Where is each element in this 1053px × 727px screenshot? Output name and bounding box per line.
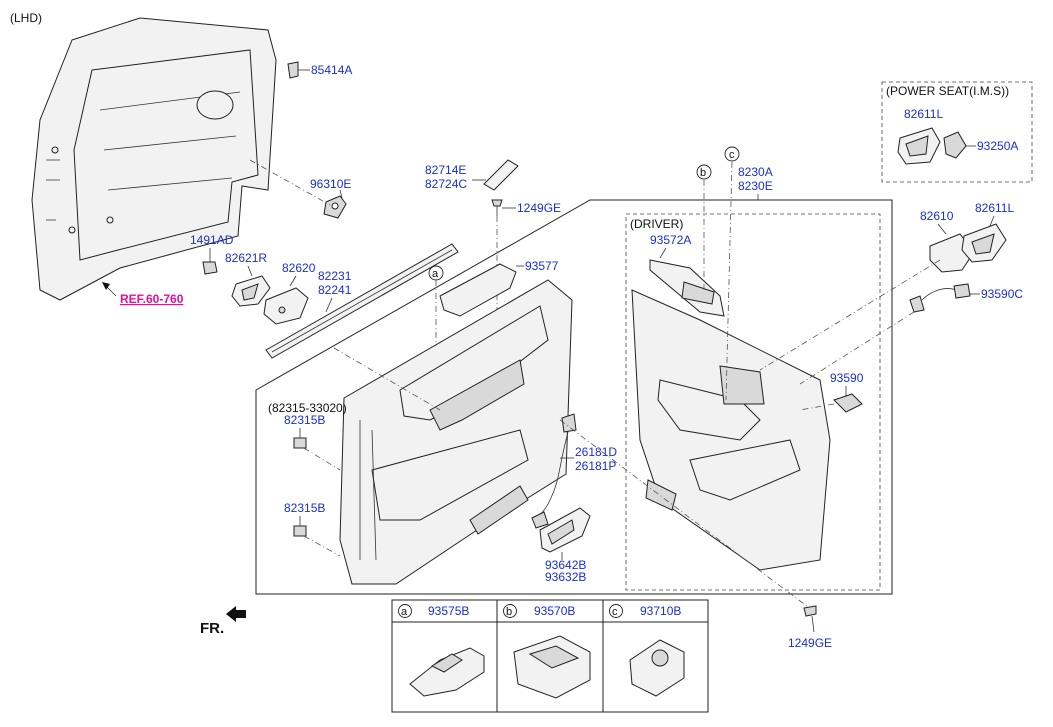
part-82315B-top[interactable]: 82315B bbox=[284, 413, 325, 449]
part-82315B-bottom[interactable]: 82315B bbox=[284, 501, 325, 537]
part-93577[interactable]: 93577 bbox=[439, 259, 559, 317]
part-93590C[interactable]: 93590C bbox=[909, 283, 1023, 313]
part-number-label: 93590 bbox=[830, 371, 864, 385]
part-number-label: 96310E bbox=[310, 177, 351, 191]
part-number-label: 82724C bbox=[425, 177, 467, 191]
part-number-label: 82611L bbox=[975, 201, 1014, 215]
part-number-label: 82610 bbox=[920, 209, 954, 223]
part-85414A[interactable]: 85414A bbox=[287, 61, 352, 79]
part-93572A[interactable]: 93572A bbox=[649, 233, 725, 317]
legend-cell-c[interactable]: c 93710B bbox=[609, 604, 685, 697]
part-8230A-8230E[interactable]: 8230A 8230E bbox=[738, 165, 773, 200]
part-number-label: c bbox=[729, 149, 735, 161]
part-82621R[interactable]: 82621R bbox=[225, 251, 271, 307]
part-number-label: 93642B bbox=[545, 558, 586, 572]
part-number-label: 93632B bbox=[545, 570, 586, 584]
part-number-label: FR. bbox=[200, 620, 224, 637]
assembly-frame bbox=[255, 199, 893, 595]
part-number-label: 82611L bbox=[904, 107, 943, 121]
power-seat-frame bbox=[881, 81, 1033, 183]
part-number-label: 1491AD bbox=[190, 233, 234, 247]
callout-a: a bbox=[428, 265, 444, 281]
part-number-label: 26181P bbox=[575, 459, 616, 473]
part-82611L-ims[interactable]: 82611L bbox=[897, 107, 943, 165]
part-number-label: 82315B bbox=[284, 501, 325, 515]
callout-b: b bbox=[696, 164, 712, 180]
part-number-label: b bbox=[506, 606, 512, 618]
part-93590[interactable]: 93590 bbox=[830, 371, 864, 413]
part-number-label: 1249GE bbox=[788, 636, 832, 650]
part-93250A[interactable]: 93250A bbox=[943, 131, 1018, 159]
door-trim-panel[interactable] bbox=[339, 279, 573, 585]
part-number-label: 93710B bbox=[640, 604, 681, 618]
part-number-label: 93570B bbox=[534, 604, 575, 618]
ref-link[interactable]: REF.60-760 bbox=[102, 282, 184, 306]
driver-title: (DRIVER) bbox=[630, 217, 683, 231]
variant-label: (LHD) bbox=[10, 11, 42, 25]
part-number-label: 93250A bbox=[977, 139, 1018, 153]
driver-frame bbox=[625, 213, 881, 591]
part-number-label: 93577 bbox=[525, 259, 559, 273]
part-93642B-93632B[interactable]: 93642B 93632B bbox=[539, 507, 591, 584]
legend-cell-a[interactable]: a 93575B bbox=[398, 604, 485, 697]
part-1249GE-bottom[interactable]: 1249GE bbox=[788, 605, 832, 650]
part-number-label: 1249GE bbox=[517, 201, 561, 215]
driver-door-panel[interactable] bbox=[631, 289, 831, 571]
part-26181D-26181P[interactable]: 26181D 26181P bbox=[531, 413, 617, 529]
part-number-label: 82241 bbox=[318, 283, 352, 297]
legend-table bbox=[391, 599, 709, 713]
part-82714E-82724C[interactable]: 82714E 82724C bbox=[425, 159, 519, 191]
part-96310E[interactable]: 96310E bbox=[310, 177, 351, 219]
part-number-label: a bbox=[401, 606, 408, 618]
part-number-label: 82621R bbox=[225, 251, 267, 265]
part-82611L[interactable]: 82611L bbox=[961, 201, 1014, 263]
part-number-label: 82231 bbox=[318, 269, 352, 283]
part-number-label: 26181D bbox=[575, 445, 617, 459]
part-number-label: b bbox=[700, 167, 706, 179]
part-number-label: 82714E bbox=[425, 163, 466, 177]
part-number-label: 93575B bbox=[428, 604, 469, 618]
clip-note: (82315-33020) bbox=[268, 401, 347, 415]
part-number-label: REF.60-760 bbox=[120, 292, 184, 306]
part-number-label: 82315B bbox=[284, 413, 325, 427]
part-number-label: 82620 bbox=[282, 261, 316, 275]
part-82620[interactable]: 82620 bbox=[263, 261, 316, 325]
part-number-label: 8230A bbox=[738, 165, 773, 179]
front-direction-indicator: FR. bbox=[200, 606, 246, 637]
part-number-label: c bbox=[612, 606, 618, 618]
door-frame-drawing bbox=[31, 17, 277, 301]
part-82231-82241[interactable]: 82231 82241 bbox=[265, 243, 459, 359]
legend-cell-b[interactable]: b 93570B bbox=[503, 604, 591, 699]
part-number-label: 93590C bbox=[981, 287, 1023, 301]
power-seat-title: (POWER SEAT(I.M.S)) bbox=[886, 84, 1009, 98]
callout-c: c bbox=[724, 146, 740, 162]
part-number-label: a bbox=[432, 268, 439, 280]
part-number-label: 85414A bbox=[311, 63, 352, 77]
part-1249GE-top[interactable]: 1249GE bbox=[491, 199, 561, 216]
part-1491AD[interactable]: 1491AD bbox=[190, 233, 234, 275]
part-number-label: 93572A bbox=[650, 233, 691, 247]
part-number-label: 8230E bbox=[738, 179, 773, 193]
